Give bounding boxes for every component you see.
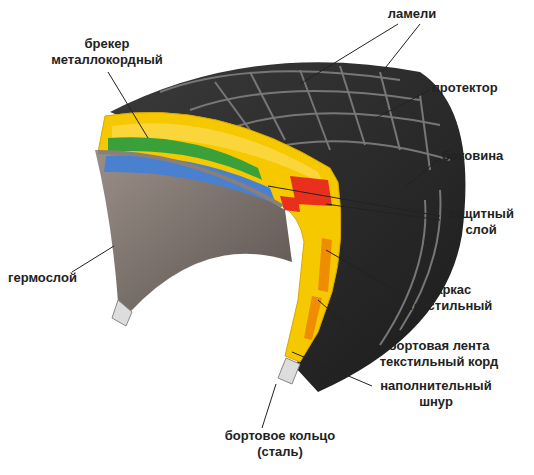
part-label: боковина	[442, 148, 522, 164]
part-label: гермослой	[8, 270, 88, 286]
part-label: протектор	[432, 80, 522, 96]
carcass-strip	[318, 238, 332, 292]
bead-ring	[112, 300, 132, 326]
part-label: брекер металлокордный	[46, 36, 168, 68]
part-label: защитный слой	[442, 206, 520, 238]
tire-section	[98, 112, 341, 362]
inner-liner	[98, 152, 282, 206]
part-label: каркас текстильный	[400, 282, 500, 314]
part-label: ламели	[372, 6, 452, 22]
bead-tape	[304, 296, 322, 340]
breaker-layer	[104, 156, 276, 204]
part-label: бортовое кольцо (сталь)	[214, 428, 346, 460]
part-label: бортовая лента текстильный корд	[372, 338, 506, 370]
protective-layer	[280, 196, 300, 212]
bead-ring	[278, 358, 300, 384]
part-label: наполнительный шнур	[374, 378, 498, 410]
